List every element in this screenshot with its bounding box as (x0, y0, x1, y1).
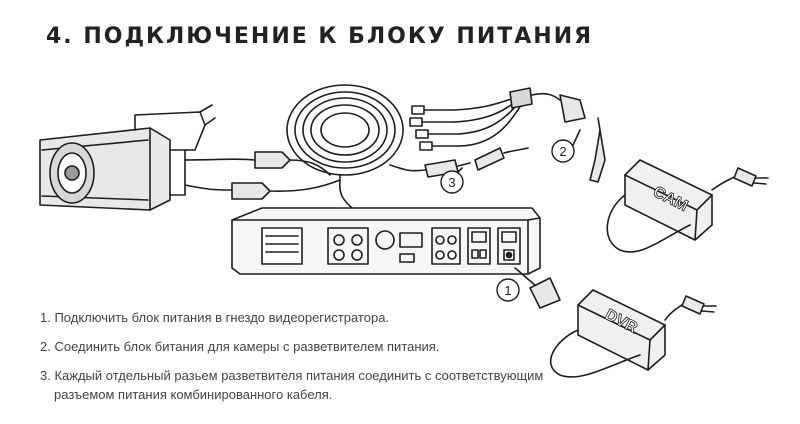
step-1: 1. Подключить блок питания в гнездо виде… (40, 310, 390, 325)
camera-leads (184, 151, 341, 200)
callout-1: 1 (496, 278, 520, 302)
callout-2-label: 2 (559, 144, 566, 159)
callout-3: 3 (440, 170, 464, 194)
cam-power-adapter-icon (589, 117, 769, 253)
dvr-recorder-icon (231, 207, 541, 275)
callout-2: 2 (551, 139, 575, 163)
step-3: 3. Каждый отдельный разьем разветвителя … (40, 368, 544, 383)
page-title: 4. ПОДКЛЮЧЕНИЕ К БЛОКУ ПИТАНИЯ (46, 24, 594, 49)
callout-3-label: 3 (448, 175, 455, 190)
instruction-list: 1. Подключить блок питания в гнездо виде… (40, 308, 600, 404)
power-splitter-icon (409, 87, 586, 151)
dvr-power-adapter-icon (514, 267, 717, 378)
cable-coil-icon (286, 84, 426, 246)
cctv-camera-icon (39, 104, 216, 211)
dc-jack-pair (424, 147, 529, 178)
step-3-continued: разъемом питания комбинированного кабеля… (54, 387, 333, 402)
callout-1-label: 1 (504, 283, 511, 298)
step-2: 2. Соединить блок битания для камеры с р… (40, 339, 440, 354)
